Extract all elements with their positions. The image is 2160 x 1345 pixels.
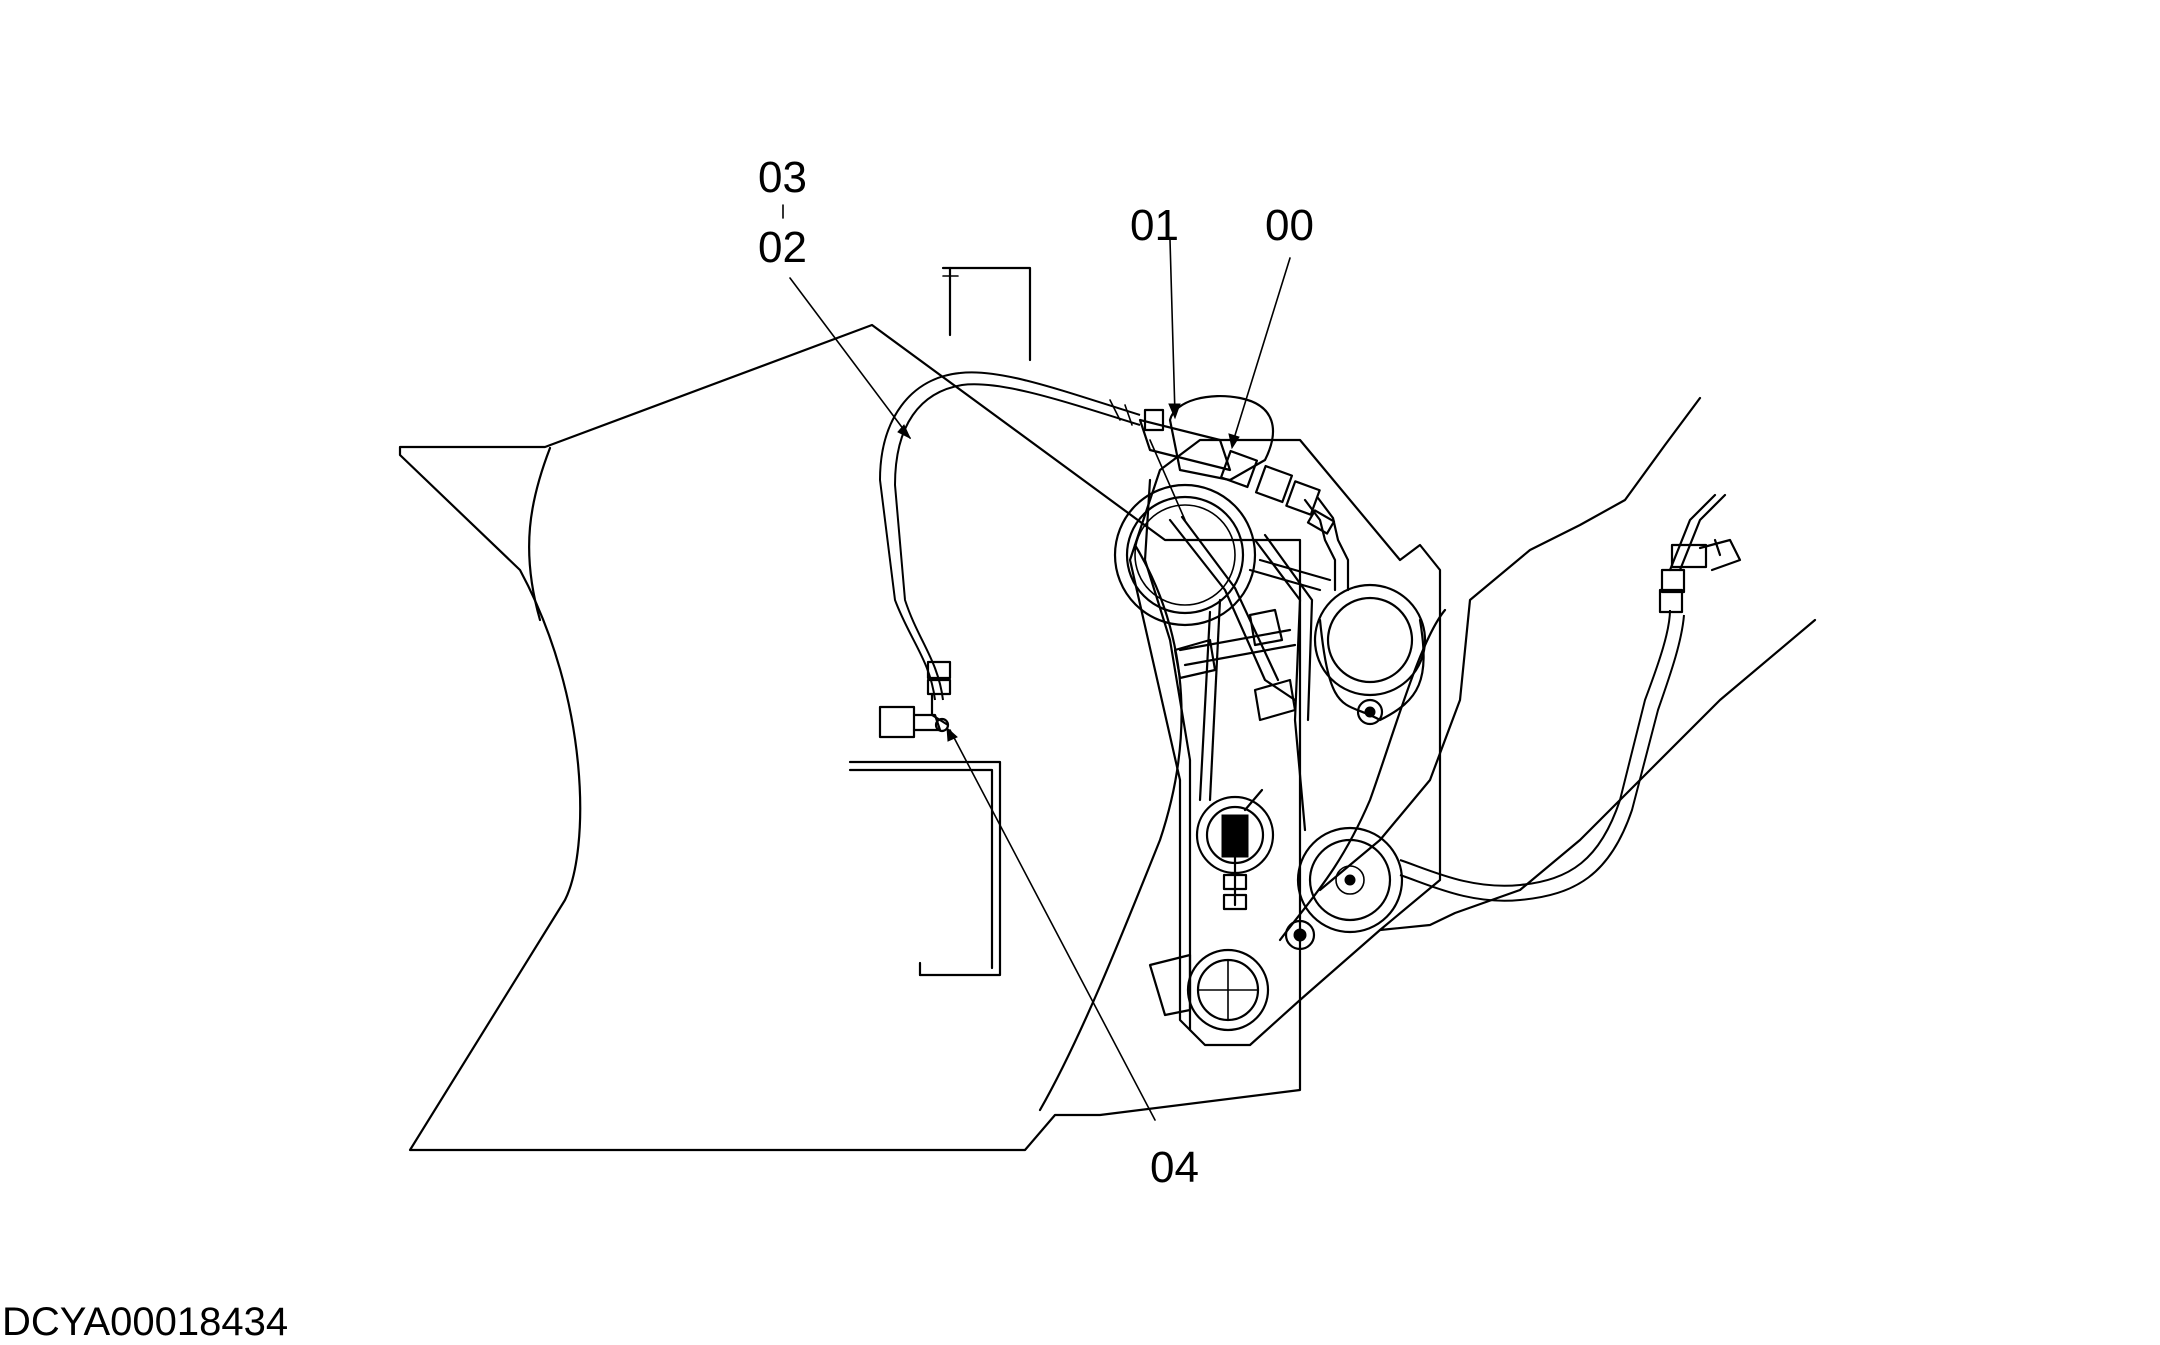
hose-fitting-04 [878, 660, 952, 739]
pin-bottom [1148, 948, 1270, 1032]
pin-right [1313, 583, 1427, 726]
top-bracket [941, 266, 1032, 362]
callout-02: 02 [758, 223, 807, 272]
pin-lower [1284, 826, 1404, 951]
boom-body [398, 323, 1302, 1152]
hose-right [1399, 493, 1742, 902]
step-bracket [848, 760, 1002, 977]
callout-00: 00 [1265, 201, 1314, 250]
callout-labels: 03 02 01 00 04 [758, 153, 1314, 1192]
callout-03: 03 [758, 153, 807, 202]
boom-inner-edge [1038, 543, 1183, 1112]
link-pipes [1168, 515, 1332, 832]
grease-fitting [1195, 788, 1275, 911]
link-plate [1128, 438, 1442, 1047]
valve-block [1138, 394, 1350, 592]
callout-04: 04 [1150, 1143, 1199, 1192]
drawing-id: DCYA00018434 [2, 1300, 288, 1344]
arm-outline [1278, 396, 1817, 942]
hose-main [878, 371, 1165, 701]
callout-01: 01 [1130, 201, 1179, 250]
pin-upper [1113, 483, 1257, 627]
leader-lines [782, 204, 1291, 1121]
